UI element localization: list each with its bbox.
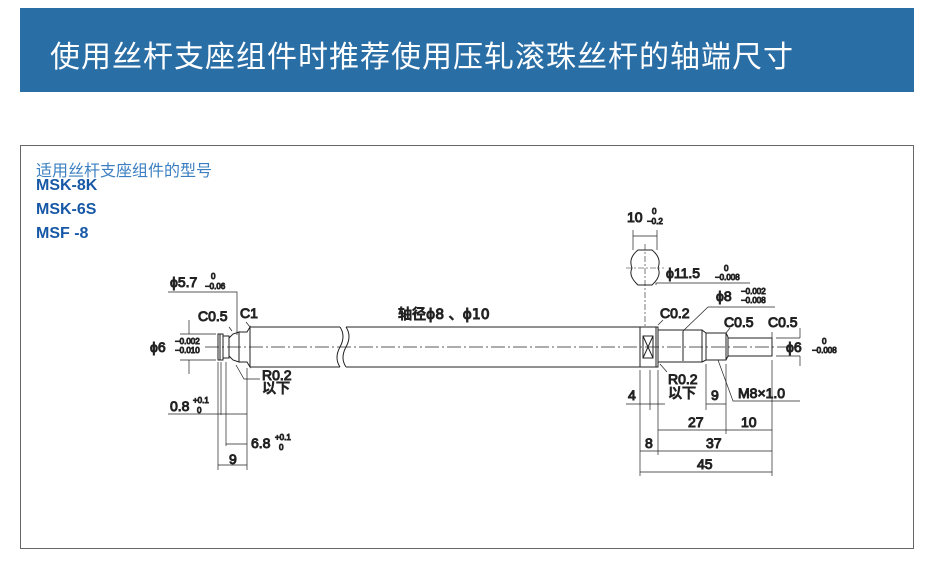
dim-right-d8: ϕ8 <box>716 288 732 304</box>
tol-upper: +0.1 <box>275 433 291 442</box>
dim-right-w10b: 10 <box>741 414 757 430</box>
dim-right-w9: 9 <box>711 387 719 403</box>
tol-upper: −0.002 <box>741 287 766 296</box>
dim-right-w4: 4 <box>628 387 636 403</box>
left-dimensions <box>168 291 260 470</box>
tol-lower: 0 <box>279 443 284 452</box>
chamfer-label: C0.5 <box>724 314 754 330</box>
radius-label: R0.2 <box>668 371 698 387</box>
tol-lower: −0.008 <box>715 273 740 282</box>
dim-right-w37: 37 <box>706 435 722 451</box>
dim-right-w27: 27 <box>688 414 704 430</box>
chamfer-label: C0.5 <box>768 314 798 330</box>
chamfer-label: C1 <box>240 305 258 321</box>
radius-note: 以下 <box>668 386 696 402</box>
tol-lower: −0.008 <box>741 296 766 305</box>
right-dimensions <box>626 230 801 476</box>
dim-left-d57: ϕ5.7 <box>170 274 198 290</box>
models-heading: 适用丝杆支座组件的型号 <box>36 161 213 180</box>
radius-note: 以下 <box>262 381 290 397</box>
tol-upper: +0.1 <box>193 396 209 405</box>
tol-upper: −0.002 <box>175 337 200 346</box>
tol-upper: 0 <box>211 272 216 281</box>
dim-right-w8: 8 <box>645 435 653 451</box>
title-banner: 使用丝杆支座组件时推荐使用压轧滚珠丝杆的轴端尺寸 <box>20 8 914 92</box>
left-shaft-end <box>217 325 640 369</box>
dim-right-d115: ϕ11.5 <box>666 265 700 281</box>
dim-left-d6: ϕ6 <box>150 339 166 355</box>
dim-right-w10: 10 <box>627 209 643 225</box>
model-item: MSK-6S <box>36 201 97 218</box>
model-item: MSF -8 <box>36 225 89 242</box>
tol-upper: 0 <box>724 264 729 273</box>
thread-label: M8×1.0 <box>738 385 785 401</box>
tol-lower: −0.2 <box>647 217 663 226</box>
model-item: MSK-8K <box>36 177 98 194</box>
tol-lower: −0.010 <box>175 346 200 355</box>
drawing-frame <box>20 145 914 549</box>
dim-left-w68: 6.8 <box>251 435 271 451</box>
right-shaft-end <box>626 244 773 368</box>
tol-lower: −0.008 <box>812 346 837 355</box>
tol-lower: 0 <box>197 406 202 415</box>
shaft-diameter-label: 轴径ϕ8 、ϕ10 <box>398 307 490 323</box>
radius-label: R0.2 <box>262 367 292 383</box>
chamfer-label: C0.2 <box>660 305 690 321</box>
page-title: 使用丝杆支座组件时推荐使用压轧滚珠丝杆的轴端尺寸 <box>50 40 794 75</box>
tol-upper: 0 <box>822 337 827 346</box>
chamfer-label: C0.5 <box>198 308 228 324</box>
dim-right-w45: 45 <box>697 456 713 472</box>
dim-left-w9: 9 <box>229 451 237 467</box>
tol-upper: 0 <box>652 207 657 216</box>
dim-right-d6: ϕ6 <box>786 339 802 355</box>
dim-left-w08: 0.8 <box>170 398 190 414</box>
tol-lower: −0.06 <box>205 282 226 291</box>
